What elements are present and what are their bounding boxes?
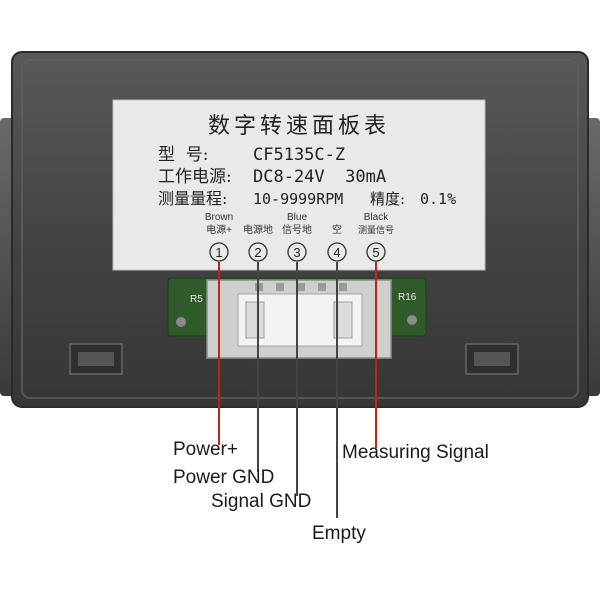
label-power-value: DC8-24V 30mA	[253, 167, 386, 187]
left-clip	[69, 343, 123, 375]
pcb-label-left: R5	[190, 294, 203, 305]
label-accuracy-value: 0.1%	[420, 190, 456, 208]
pin-3-marker: 3	[287, 242, 307, 262]
connector-latch-left	[245, 301, 265, 339]
pin-1-number: 1	[215, 245, 222, 260]
pin-1-color: Brown	[205, 212, 233, 223]
pin-3-color: Blue	[287, 212, 307, 223]
label-model-key: 型 号:	[158, 145, 209, 165]
pin-2-number: 2	[254, 245, 261, 260]
right-clip	[465, 343, 519, 375]
pin-1-label: 电源+	[206, 223, 232, 236]
label-model-value: CF5135C-Z	[253, 145, 345, 165]
pin-3-label: 信号地	[282, 223, 312, 236]
housing-bevel	[21, 59, 579, 399]
label-title: 数字转速面板表	[208, 114, 390, 139]
spec-label	[112, 99, 486, 271]
pin-3-number: 3	[293, 245, 300, 260]
pin-2-label: 电源地	[243, 223, 273, 236]
pin-5-color: Black	[364, 212, 389, 223]
pin-2-marker: 2	[248, 242, 268, 262]
label-accuracy-key: 精度:	[370, 190, 405, 208]
pin-4-marker: 4	[327, 242, 347, 262]
pcb-label-right: R16	[398, 292, 417, 303]
pin-5-label: 测量信号	[358, 224, 394, 235]
callout-power-plus: Power+	[173, 439, 238, 460]
pin-4-number: 4	[333, 245, 340, 260]
label-power-key: 工作电源:	[158, 167, 232, 187]
label-range-key: 测量量程:	[158, 189, 227, 208]
pcb-mount-hole-left	[176, 317, 186, 327]
pcb-mount-hole-right	[407, 315, 417, 325]
pin-5-marker: 5	[366, 242, 386, 262]
pin-4-label: 空	[332, 223, 342, 236]
callout-power-gnd: Power GND	[173, 467, 275, 488]
pin-5-number: 5	[372, 245, 379, 260]
connector-latch-right	[333, 301, 353, 339]
label-range-value: 10-9999RPM	[253, 190, 343, 208]
callout-signal-gnd: Signal GND	[211, 491, 312, 512]
callout-measuring-signal: Measuring Signal	[342, 442, 489, 463]
pin-1-marker: 1	[209, 242, 229, 262]
callout-empty: Empty	[312, 523, 366, 544]
